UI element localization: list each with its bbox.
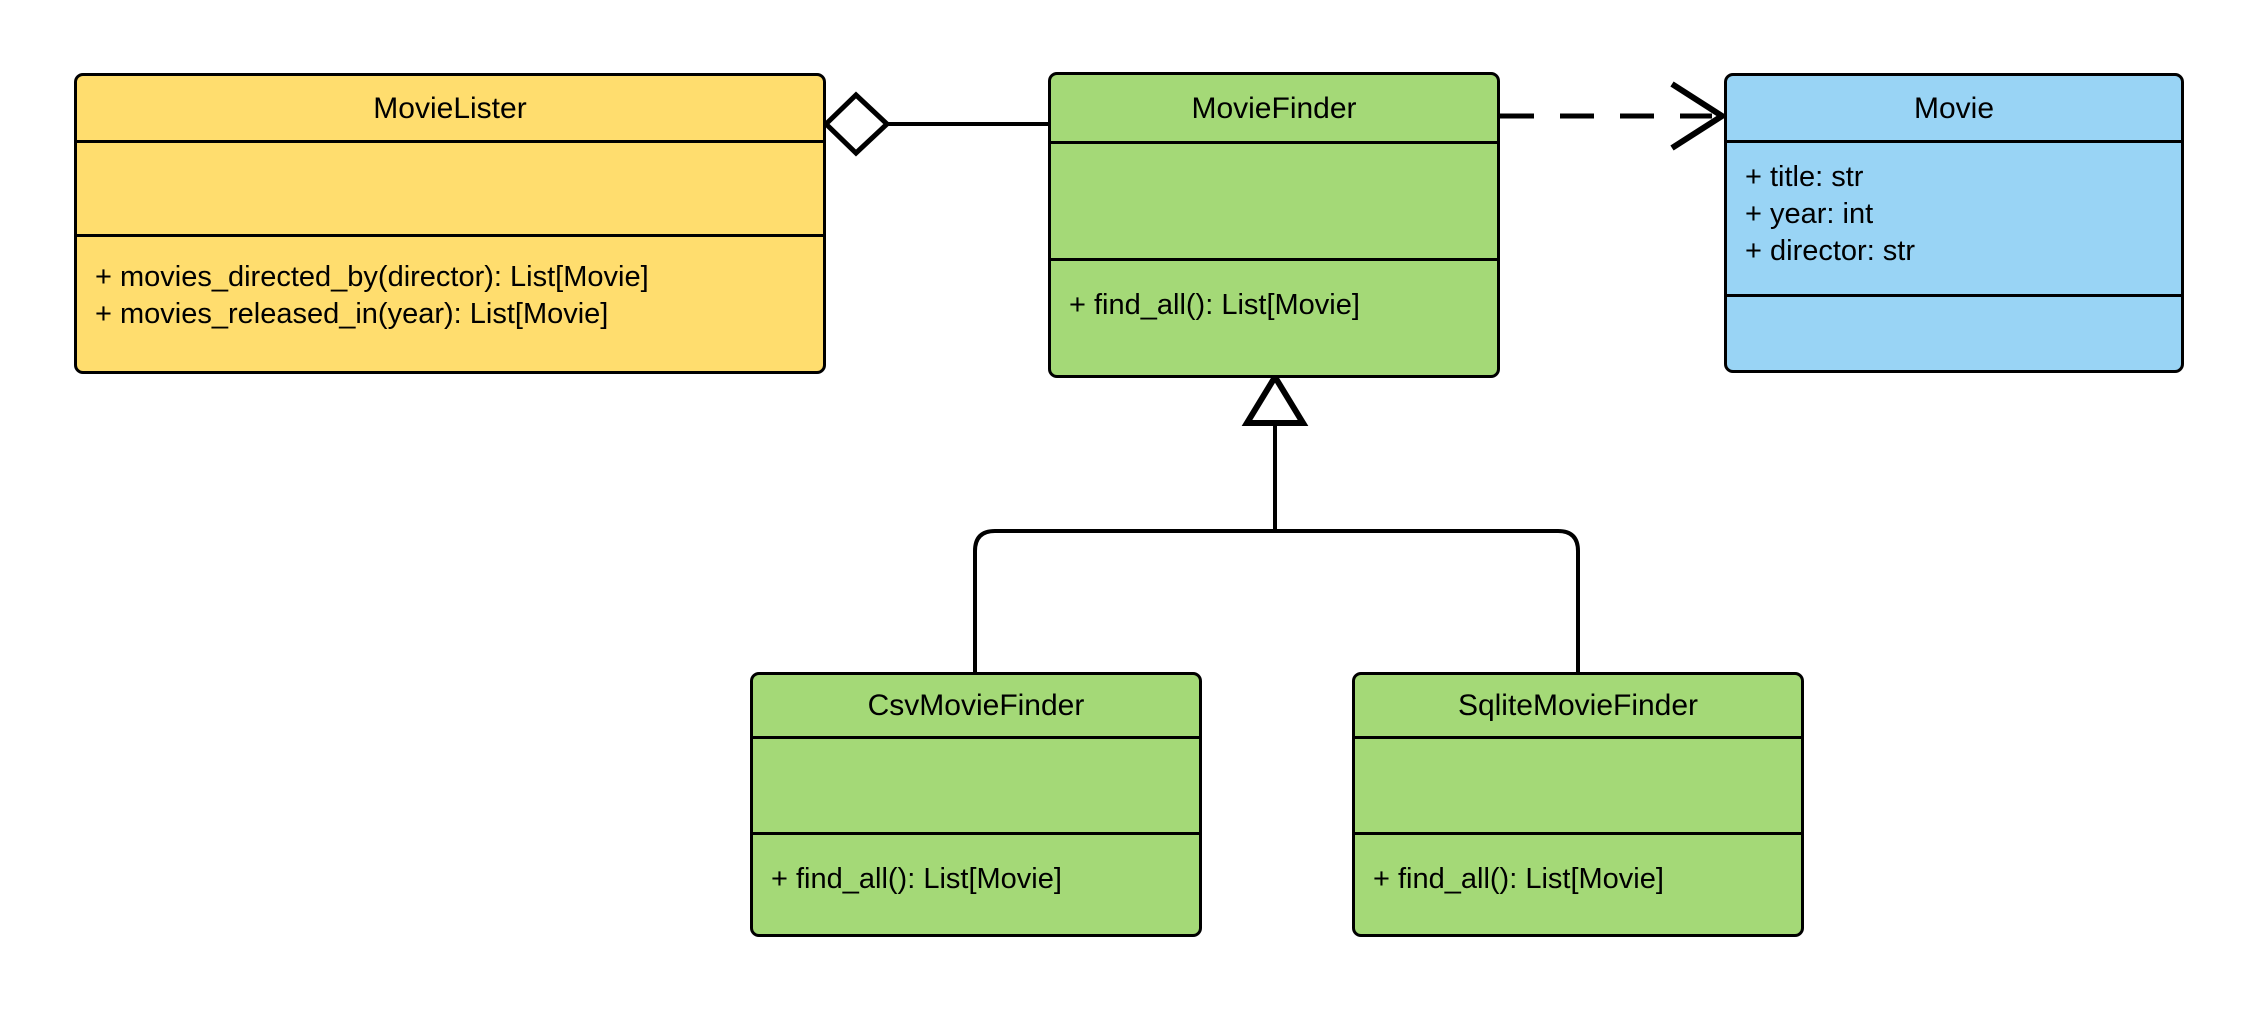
class-title-compartment-movie-finder: MovieFinder	[1051, 75, 1497, 144]
method-line: + movies_released_in(year): List[Movie]	[95, 298, 609, 331]
class-methods-compartment-csv-movie-finder: + find_all(): List[Movie]	[753, 835, 1199, 934]
class-title-compartment-sqlite-movie-finder: SqliteMovieFinder	[1355, 675, 1801, 739]
class-box-movie-lister[interactable]: MovieLister + movies_directed_by(directo…	[74, 73, 826, 374]
class-methods-compartment-movie-finder: + find_all(): List[Movie]	[1051, 261, 1497, 375]
dependency-finder-movie	[1500, 81, 1728, 151]
class-attributes-compartment-movie-finder	[1051, 144, 1497, 261]
hollow-triangle-icon	[1241, 371, 1309, 426]
hollow-diamond-icon	[822, 91, 891, 157]
class-title-compartment-movie: Movie	[1727, 76, 2181, 143]
class-title-compartment-csv-movie-finder: CsvMovieFinder	[753, 675, 1199, 739]
generalization-edges	[973, 371, 1580, 672]
generalization-branch-sqlite	[1273, 521, 1580, 672]
class-title-compartment-movie-lister: MovieLister	[77, 76, 823, 143]
open-arrow-icon	[1670, 81, 1728, 151]
attribute-line: + title: str	[1745, 161, 1864, 193]
class-box-movie-finder[interactable]: MovieFinder + find_all(): List[Movie]	[1048, 72, 1500, 378]
class-attributes-compartment-movie: + title: str + year: int + director: str	[1727, 143, 2181, 297]
class-box-sqlite-movie-finder[interactable]: SqliteMovieFinder + find_all(): List[Mov…	[1352, 672, 1804, 937]
class-box-csv-movie-finder[interactable]: CsvMovieFinder + find_all(): List[Movie]	[750, 672, 1202, 937]
class-name-sqlite-movie-finder: SqliteMovieFinder	[1457, 689, 1699, 722]
class-name-movie: Movie	[1913, 91, 1995, 125]
class-attributes-compartment-csv-movie-finder	[753, 739, 1199, 835]
class-name-movie-lister: MovieLister	[373, 91, 527, 125]
method-line: + find_all(): List[Movie]	[1373, 863, 1664, 895]
class-methods-compartment-sqlite-movie-finder: + find_all(): List[Movie]	[1355, 835, 1801, 934]
method-line: + movies_directed_by(director): List[Mov…	[95, 261, 649, 293]
class-name-movie-finder: MovieFinder	[1191, 91, 1357, 125]
generalization-branch-csv	[973, 521, 1277, 672]
class-attributes-compartment-movie-lister	[77, 143, 823, 237]
class-methods-compartment-movie-lister: + movies_directed_by(director): List[Mov…	[77, 237, 823, 371]
method-line: + find_all(): List[Movie]	[771, 863, 1062, 895]
class-name-csv-movie-finder: CsvMovieFinder	[867, 689, 1085, 722]
method-line: + find_all(): List[Movie]	[1069, 289, 1360, 321]
attribute-line: + year: int	[1745, 198, 1874, 231]
class-attributes-compartment-sqlite-movie-finder	[1355, 739, 1801, 835]
aggregation-lister-finder	[822, 91, 1049, 157]
class-box-movie[interactable]: Movie + title: str + year: int + directo…	[1724, 73, 2184, 373]
class-methods-compartment-movie	[1727, 297, 2181, 370]
attribute-line: + director: str	[1745, 235, 1916, 268]
